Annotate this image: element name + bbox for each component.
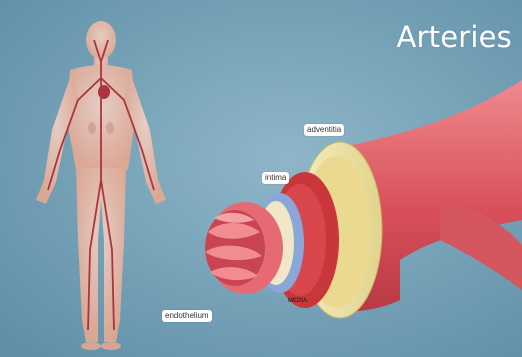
diagram-title: Arteries [312,20,512,54]
label-media: MEDIA [288,298,307,304]
label-intima: intima [262,172,289,184]
label-adventitia: adventitia [304,124,344,136]
label-endothelium: endothelium [162,310,212,322]
